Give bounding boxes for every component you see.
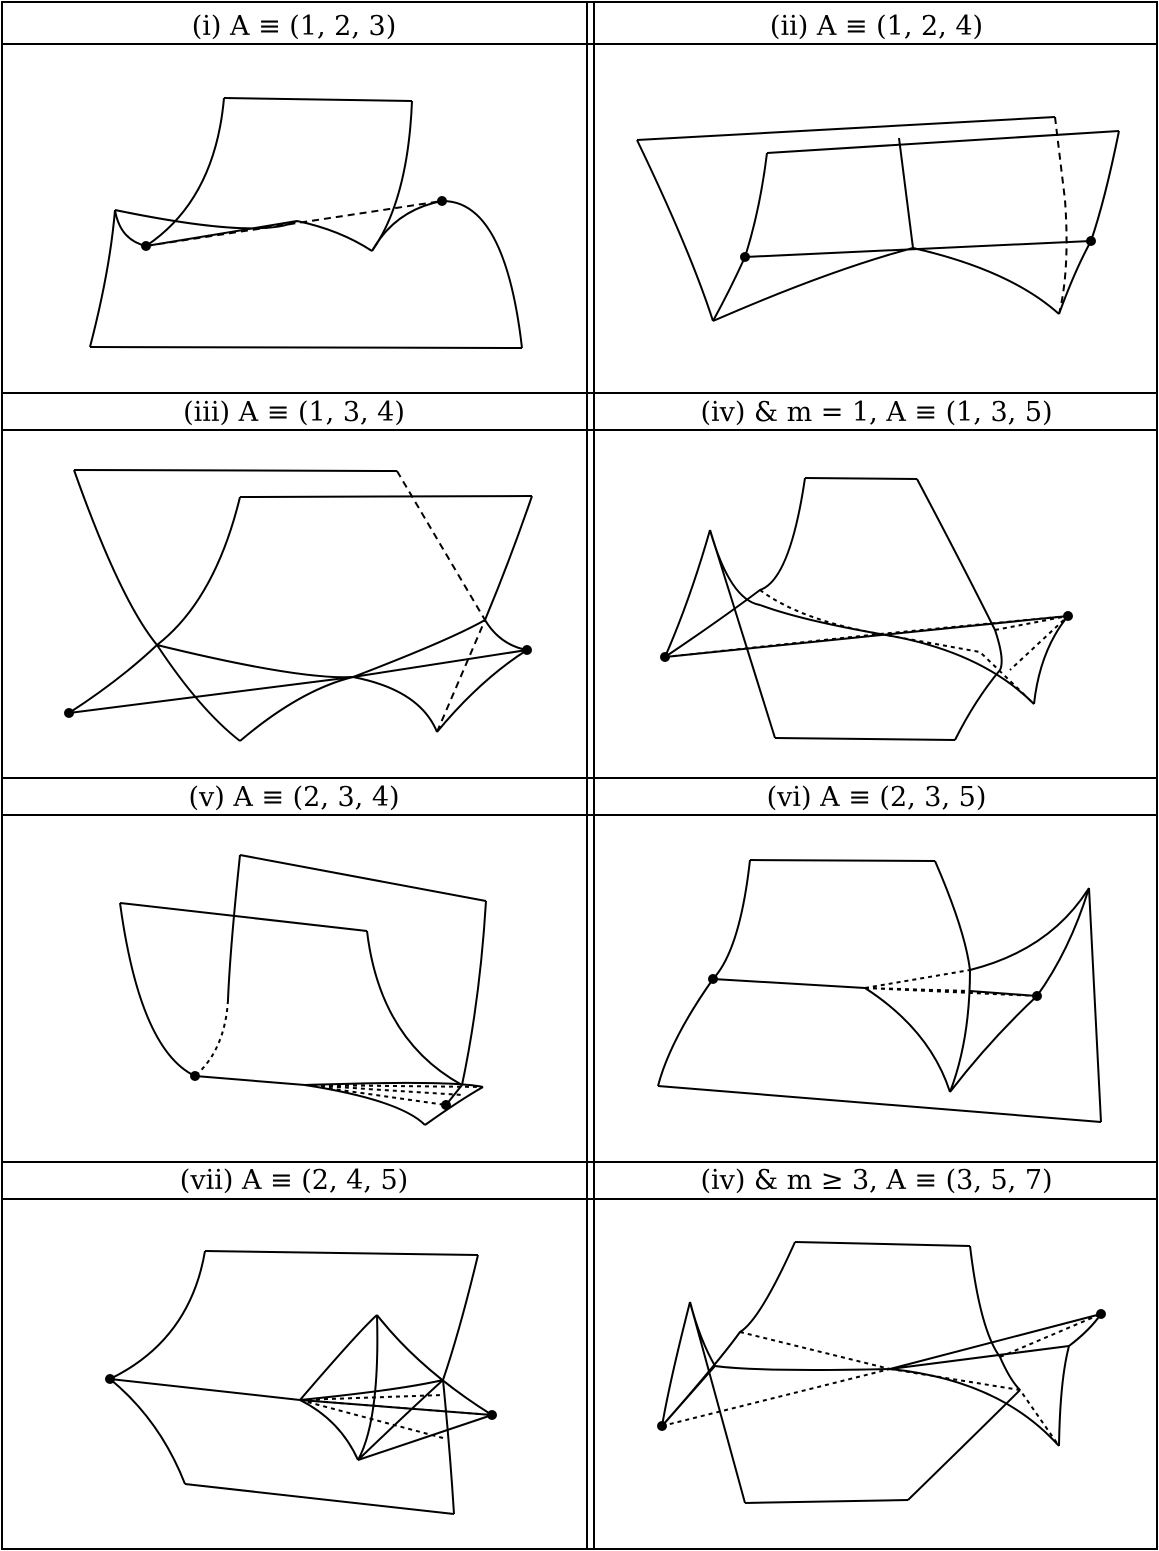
surface-sketch-v (120, 855, 486, 1125)
surface-sketch-vii (106, 1251, 496, 1514)
surface-sketch-vi (658, 860, 1101, 1122)
surface-sketch-iv-m3 (658, 1242, 1105, 1503)
surface-sketch-ii (637, 117, 1119, 321)
surface-sketch-iii (65, 470, 532, 741)
surface-sketch-iv-m1 (661, 478, 1072, 740)
surface-sketch-i (90, 98, 522, 348)
